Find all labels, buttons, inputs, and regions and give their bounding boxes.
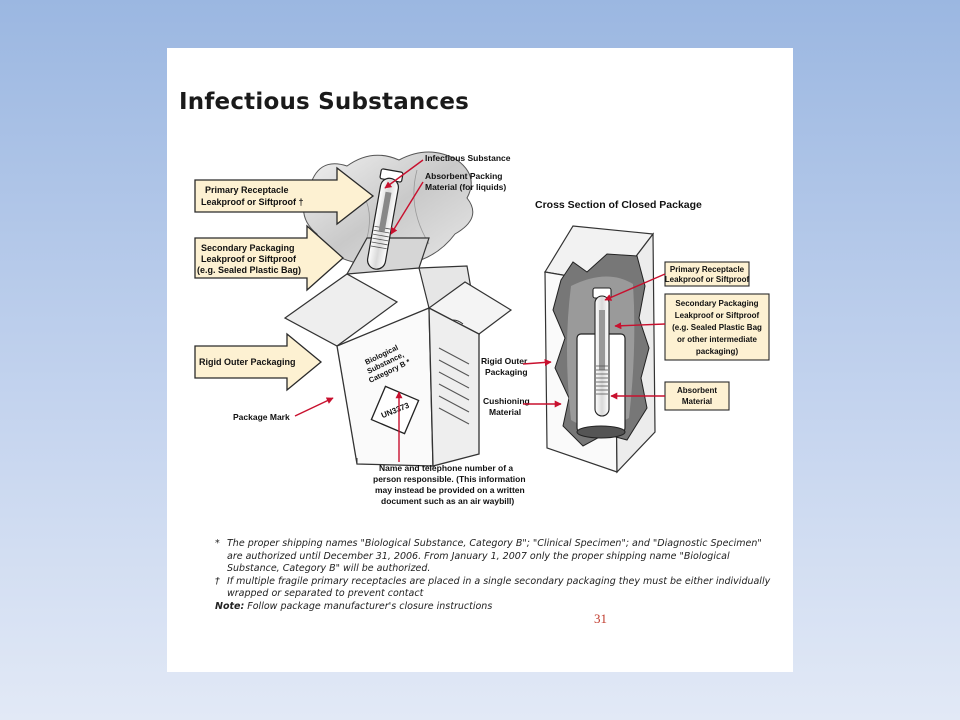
box-flap-back: [345, 237, 430, 275]
svg-text:Primary Receptacle: Primary Receptacle: [670, 265, 745, 274]
svg-text:Leakproof or Siftproof: Leakproof or Siftproof: [675, 311, 760, 320]
label-responsible-4: document such as an air waybill): [381, 496, 514, 506]
closed-package-cross-section: [544, 225, 656, 474]
box-flap-left: [283, 273, 399, 347]
footnote-dagger-text: If multiple fragile primary receptacles …: [227, 575, 771, 600]
svg-text:Material: Material: [682, 397, 712, 406]
footnote-asterisk: * The proper shipping names "Biological …: [215, 538, 775, 576]
svg-text:Primary Receptacle: Primary Receptacle: [205, 185, 289, 195]
left-labels: Infectious Substance Absorbent Packing M…: [233, 153, 526, 506]
label-package-mark: Package Mark: [233, 412, 290, 422]
label-absorbent-packing-1: Absorbent Packing: [425, 171, 502, 181]
svg-text:Leakproof or Siftproof †: Leakproof or Siftproof †: [201, 197, 304, 207]
svg-text:Secondary Packaging: Secondary Packaging: [201, 243, 295, 253]
right-leader-lines: [522, 273, 666, 408]
box-right-face: [428, 306, 480, 467]
svg-text:packaging): packaging): [696, 347, 739, 356]
inner-tube-liquid: [599, 310, 605, 370]
footnote-note: Note: Follow package manufacturer's clos…: [215, 601, 775, 614]
document-page: Infectious Substances: [167, 48, 793, 672]
right-label-secondary-packaging: Secondary Packaging Leakproof or Siftpro…: [664, 293, 770, 361]
cross-section-title: Cross Section of Closed Package: [535, 199, 702, 211]
callout-arrow-secondary-packaging: Secondary Packaging Leakproof or Siftpro…: [194, 224, 344, 292]
svg-text:or other intermediate: or other intermediate: [677, 335, 758, 344]
svg-text:(e.g. Sealed Plastic Bag: (e.g. Sealed Plastic Bag: [672, 323, 762, 332]
callout-arrow-primary-receptacle: Primary Receptacle Leakproof or Siftproo…: [194, 166, 375, 226]
left-leader-lines: [294, 159, 424, 462]
svg-text:(e.g. Sealed Plastic Bag): (e.g. Sealed Plastic Bag): [197, 265, 301, 275]
label-rigid-outer-2: Packaging: [485, 367, 528, 377]
right-label-primary-receptacle: Primary Receptacle Leakproof or Siftproo…: [664, 261, 750, 287]
svg-text:Leakproof or Siftproof: Leakproof or Siftproof: [665, 275, 750, 284]
svg-text:Absorbent: Absorbent: [677, 386, 717, 395]
label-responsible-1: Name and telephone number of a: [379, 463, 513, 473]
footnote-dagger-mark: †: [215, 575, 220, 587]
note-label: Note:: [215, 600, 245, 612]
test-tube-illustration: [366, 168, 404, 270]
svg-text:Rigid Outer Packaging: Rigid Outer Packaging: [199, 357, 296, 367]
box-side-lines: [438, 347, 470, 425]
footnotes: * The proper shipping names "Biological …: [215, 538, 775, 613]
label-cushioning-2: Material: [489, 407, 521, 417]
open-package-illustration: UN3373 Biological Substance, Category B …: [283, 151, 513, 467]
packaging-diagram: UN3373 Biological Substance, Category B …: [194, 151, 770, 506]
label-rigid-outer-1: Rigid Outer: [481, 356, 528, 366]
page-number: 31: [594, 611, 607, 626]
label-infectious-substance: Infectious Substance: [425, 153, 511, 163]
page-title: Infectious Substances: [179, 89, 470, 115]
note-text: Follow package manufacturer's closure in…: [244, 600, 493, 612]
svg-text:Secondary Packaging: Secondary Packaging: [675, 299, 758, 308]
callout-arrow-rigid-outer: Rigid Outer Packaging: [194, 332, 323, 392]
right-labels-plain: Rigid Outer Packaging Cushioning Materia…: [481, 356, 530, 417]
footnote-dagger: † If multiple fragile primary receptacle…: [215, 576, 775, 601]
right-label-absorbent-material: Absorbent Material: [664, 381, 730, 411]
label-absorbent-packing-2: Material (for liquids): [425, 182, 506, 192]
svg-text:Leakproof or Siftproof: Leakproof or Siftproof: [201, 254, 297, 264]
secondary-container-base: [576, 425, 626, 439]
footnote-asterisk-mark: *: [215, 538, 220, 549]
absorbent-coil: [596, 365, 608, 395]
label-responsible-2: person responsible. (This information: [373, 474, 526, 484]
label-cushioning-1: Cushioning: [483, 396, 530, 406]
footnote-asterisk-text: The proper shipping names "Biological Su…: [227, 538, 762, 574]
label-responsible-3: may instead be provided on a written: [375, 485, 525, 495]
